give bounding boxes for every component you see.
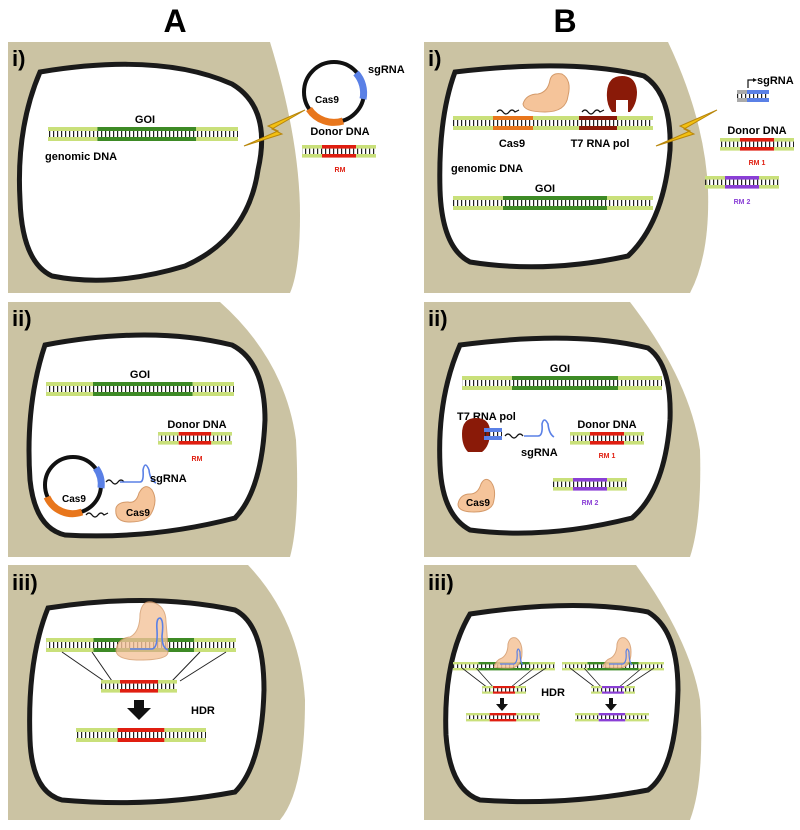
cas9-protein: [115, 486, 156, 523]
genomic-dna-strand: [462, 376, 662, 390]
donor-dna-strand: [482, 686, 526, 694]
donor-dna-strand: [553, 478, 627, 491]
cas9-gene-segment: [43, 495, 84, 518]
genomic-dna-label: genomic DNA: [451, 163, 523, 175]
cell-membrane: [443, 603, 681, 805]
genomic-dna-strand: [48, 127, 238, 141]
t7-promoter-construct: [737, 78, 769, 102]
donor-dna-label: Donor DNA: [577, 419, 636, 431]
donor-dna-strand: [302, 145, 376, 158]
sgrna-label: sgRNA: [150, 473, 187, 485]
hdr-label: HDR: [191, 705, 215, 717]
edited-dna-strand: [466, 713, 540, 722]
t7-rna-pol-label: T7 RNA pol: [571, 138, 630, 150]
step-label-b-i: i): [428, 46, 441, 71]
sgrna-gene-segment: [93, 465, 105, 489]
sgrna-gene-segment: [353, 70, 368, 100]
rm-label: RM: [192, 456, 203, 463]
transcription-wave: [496, 109, 520, 115]
genomic-dna-strand: [453, 116, 653, 130]
sgrna-molecule: [524, 419, 555, 438]
cas9-protein: [522, 73, 570, 113]
down-arrow-icon: [605, 698, 617, 711]
step-label-b-ii: ii): [428, 306, 448, 331]
lightning-bolt-icon: [243, 109, 306, 147]
transcription-wave: [504, 433, 524, 439]
transcription-wave: [581, 109, 605, 115]
rm2-label: RM 2: [734, 199, 751, 206]
t7-rna-pol-label: T7 RNA pol: [457, 411, 516, 423]
t7-rna-polymerase: [606, 76, 637, 112]
donor-dna-strand: [720, 138, 794, 151]
recombination-lines: [461, 667, 547, 689]
transcription-wave: [85, 512, 109, 518]
cas9-protein: [602, 637, 632, 669]
rm-label: RM: [335, 167, 346, 174]
goi-label: GOI: [535, 183, 555, 195]
donor-dna-strand: [101, 680, 177, 693]
t7-rna-polymerase: [462, 418, 490, 452]
cas9-gene-segment: [306, 106, 345, 126]
goi-label: GOI: [135, 114, 155, 126]
down-arrow-icon: [127, 700, 151, 720]
cas9-label: Cas9: [126, 508, 150, 519]
goi-label: GOI: [130, 369, 150, 381]
cas9-protein: [493, 637, 523, 669]
cas9-label: Cas9: [315, 95, 339, 106]
donor-dna-strand: [591, 686, 635, 694]
sgrna-label: sgRNA: [757, 75, 794, 87]
donor-dna-label: Donor DNA: [167, 419, 226, 431]
t7-promoter-construct: [484, 428, 502, 440]
recombination-lines: [569, 667, 655, 689]
edited-dna-strand: [575, 713, 649, 722]
cas9-protein: [457, 478, 496, 513]
sgrna-molecule: [120, 464, 157, 484]
column-b-header: B: [553, 3, 576, 39]
step-label-a-i: i): [12, 46, 25, 71]
rm2-label: RM 2: [582, 500, 599, 507]
step-label-a-ii: ii): [12, 306, 32, 331]
sgrna-molecule: [500, 648, 524, 666]
step-label-b-iii: iii): [428, 570, 454, 595]
down-arrow-icon: [496, 698, 508, 711]
hdr-label: HDR: [541, 687, 565, 699]
genomic-dna-label: genomic DNA: [45, 151, 117, 163]
cas9-label: Cas9: [499, 138, 525, 150]
cas9-label: Cas9: [62, 494, 86, 505]
rm1-label: RM 1: [749, 160, 766, 167]
column-a-header: A: [163, 3, 186, 39]
goi-label: GOI: [550, 363, 570, 375]
donor-dna-strand: [158, 432, 232, 445]
recombination-lines: [61, 651, 227, 682]
donor-dna-label: Donor DNA: [310, 126, 369, 138]
sgrna-label: sgRNA: [521, 447, 558, 459]
sgrna-label: sgRNA: [368, 64, 405, 76]
donor-dna-strand: [705, 176, 779, 189]
cell-membrane: [16, 61, 265, 283]
sgrna-molecule: [130, 617, 169, 651]
donor-dna-label: Donor DNA: [727, 125, 786, 137]
genomic-dna-strand: [453, 196, 653, 210]
lightning-bolt-icon: [655, 109, 718, 147]
rm1-label: RM 1: [599, 453, 616, 460]
cas9-label: Cas9: [466, 498, 490, 509]
step-label-a-iii: iii): [12, 570, 38, 595]
edited-dna-strand: [76, 728, 206, 742]
transcription-wave: [105, 479, 125, 485]
donor-dna-strand: [570, 432, 644, 445]
sgrna-molecule: [609, 648, 633, 666]
genomic-dna-strand: [46, 382, 234, 396]
